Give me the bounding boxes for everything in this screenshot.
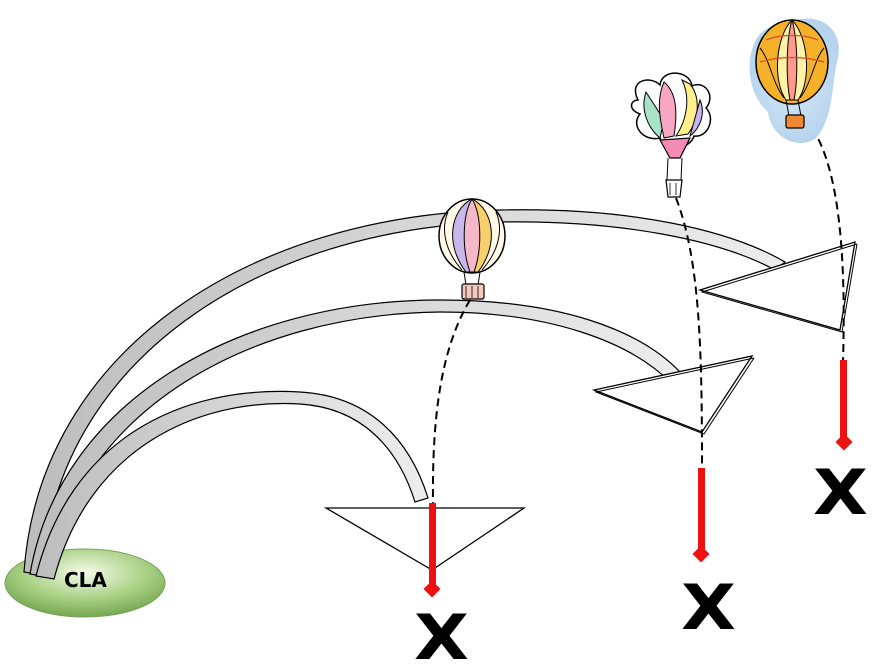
- arrow-to-target-1: [35, 390, 527, 580]
- balloon-tethers: [431, 127, 845, 506]
- drop-marker-3: [840, 360, 847, 440]
- drop-markers: [423, 360, 853, 598]
- arrow-to-target-3: [23, 209, 858, 576]
- arrow-to-target-2: [29, 299, 755, 578]
- target-label-3: X: [813, 456, 868, 529]
- drop-marker-1: [429, 503, 436, 585]
- drop-marker-2: [698, 468, 705, 552]
- hot-air-balloon-icon: [749, 18, 839, 143]
- target-label-1: X: [414, 601, 469, 669]
- target-label-2: X: [681, 571, 736, 644]
- hot-air-balloon-icon: [438, 198, 506, 300]
- origin-label: CLA: [64, 568, 107, 592]
- hot-air-balloon-icon: [630, 72, 712, 198]
